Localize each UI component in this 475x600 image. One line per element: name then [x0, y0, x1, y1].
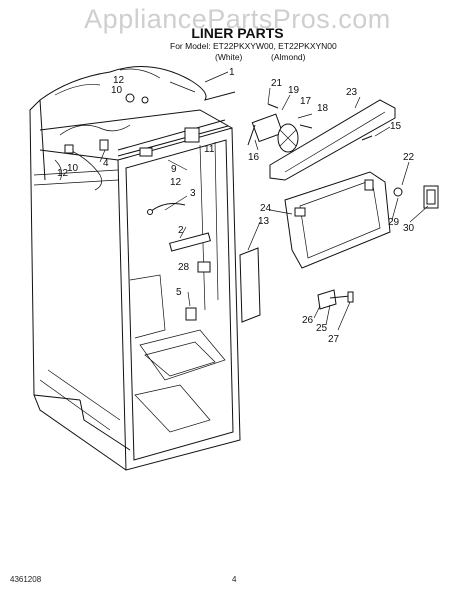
- callout-13: 13: [258, 216, 270, 227]
- page-title: LINER PARTS: [191, 25, 284, 41]
- liner-small-parts: [64, 93, 211, 321]
- page-number: 4: [232, 575, 237, 584]
- callout-18: 18: [317, 103, 329, 114]
- callout-9: 9: [171, 164, 177, 175]
- callout-17: 17: [300, 96, 312, 107]
- callout-21: 21: [271, 78, 283, 89]
- callout-24: 24: [260, 203, 272, 214]
- callout-1: 1: [229, 67, 235, 78]
- callout-25: 25: [316, 323, 328, 334]
- document-number: 4361208: [10, 575, 42, 584]
- fan-housing-assembly: [239, 99, 439, 323]
- callout-29: 29: [388, 217, 400, 228]
- callout-4: 4: [103, 158, 109, 169]
- callout-10-upper: 10: [111, 85, 123, 96]
- callout-5: 5: [176, 287, 182, 298]
- callout-23: 23: [346, 87, 358, 98]
- model-line: For Model: ET22PKXYW00, ET22PKXYN00: [170, 41, 337, 51]
- callout-16: 16: [248, 152, 260, 163]
- callout-28: 28: [178, 262, 190, 273]
- variant-white: (White): [215, 52, 243, 62]
- callout-11: 11: [204, 144, 215, 155]
- callout-12-left: 12: [57, 168, 69, 179]
- callout-12-center: 12: [170, 177, 182, 188]
- callout-22: 22: [403, 152, 415, 163]
- variant-almond: (Almond): [271, 52, 306, 62]
- callout-12-top: 12: [113, 75, 125, 86]
- callout-26: 26: [302, 315, 314, 326]
- callout-10-lower: 10: [67, 163, 79, 174]
- callout-2: 2: [178, 225, 184, 236]
- callout-15: 15: [390, 121, 402, 132]
- callout-19: 19: [288, 85, 300, 96]
- callout-27: 27: [328, 334, 340, 345]
- callout-3: 3: [190, 188, 196, 199]
- callout-30: 30: [403, 223, 415, 234]
- watermark: AppliancePartsPros.com: [84, 4, 391, 34]
- callout-labels: 1 2 3 4 5 9 10 10 11 12 12 12 13 15 16 1…: [57, 67, 415, 345]
- leader-lines: [99, 71, 429, 331]
